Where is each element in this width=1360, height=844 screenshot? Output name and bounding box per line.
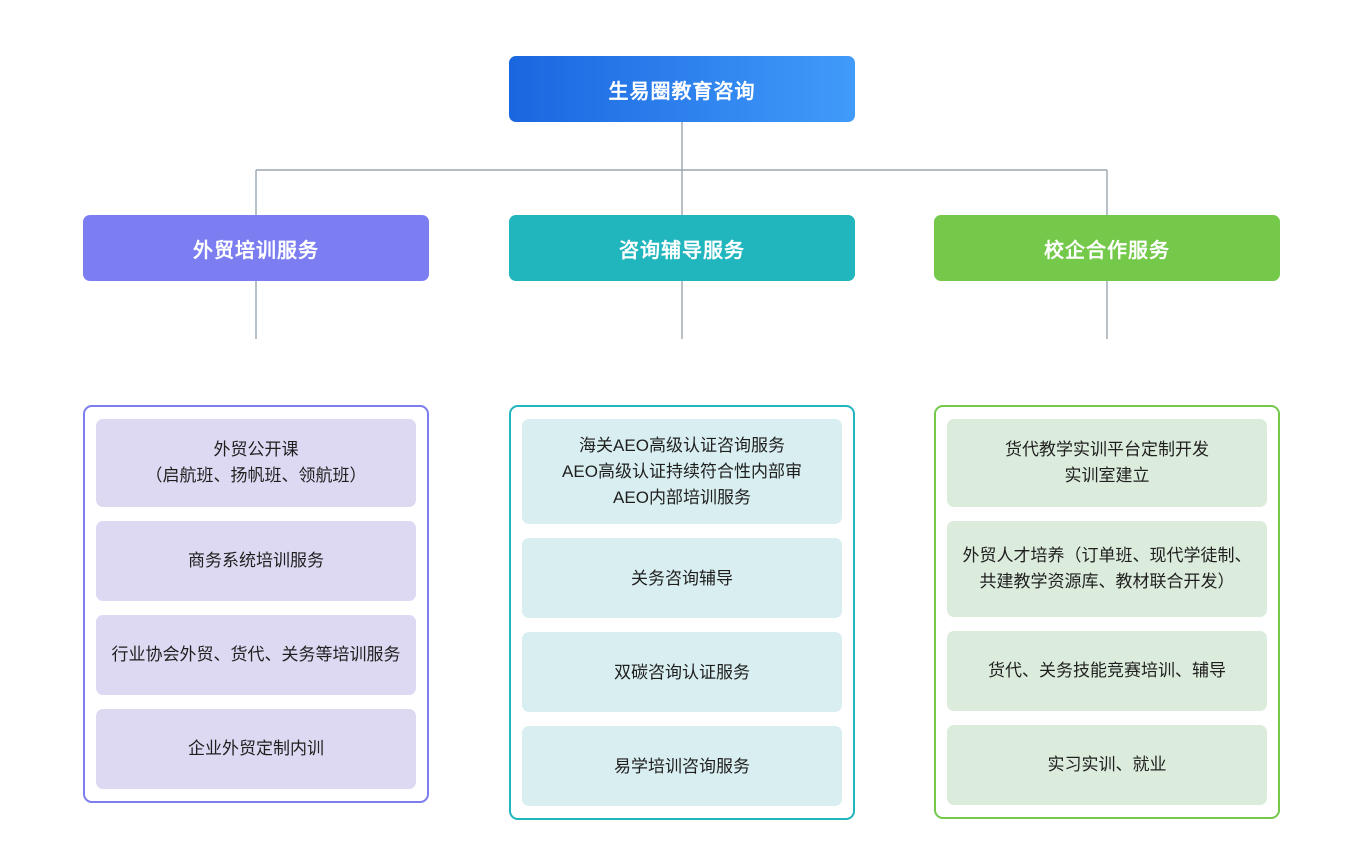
category-column-1: 咨询辅导服务 海关AEO高级认证咨询服务 AEO高级认证持续符合性内部审 AEO… bbox=[509, 215, 855, 821]
category-body-2: 货代教学实训平台定制开发 实训室建立外贸人才培养（订单班、现代学徒制、共建教学资… bbox=[934, 405, 1280, 819]
category-header-label-0: 外贸培训服务 bbox=[193, 239, 319, 262]
category-header-0[interactable]: 外贸培训服务 bbox=[83, 215, 429, 281]
service-card[interactable]: 货代、关务技能竞赛培训、辅导 bbox=[947, 631, 1267, 711]
service-card[interactable]: 易学培训咨询服务 bbox=[522, 726, 842, 807]
service-card[interactable]: 外贸公开课 （启航班、扬帆班、领航班） bbox=[96, 419, 416, 507]
category-column-2: 校企合作服务 货代教学实训平台定制开发 实训室建立外贸人才培养（订单班、现代学徒… bbox=[934, 215, 1280, 819]
service-card-label: 双碳咨询认证服务 bbox=[614, 662, 750, 682]
category-body-1: 海关AEO高级认证咨询服务 AEO高级认证持续符合性内部审 AEO内部培训服务关… bbox=[509, 405, 855, 821]
service-card-label: 商务系统培训服务 bbox=[188, 551, 324, 571]
service-card[interactable]: 商务系统培训服务 bbox=[96, 521, 416, 601]
service-card-label: 海关AEO高级认证咨询服务 AEO高级认证持续符合性内部审 AEO内部培训服务 bbox=[562, 436, 802, 507]
service-card-label: 关务咨询辅导 bbox=[631, 568, 733, 588]
service-card[interactable]: 双碳咨询认证服务 bbox=[522, 632, 842, 713]
service-card-label: 企业外贸定制内训 bbox=[188, 739, 324, 759]
service-card-label: 易学培训咨询服务 bbox=[614, 756, 750, 776]
service-card[interactable]: 货代教学实训平台定制开发 实训室建立 bbox=[947, 419, 1267, 507]
service-card[interactable]: 关务咨询辅导 bbox=[522, 538, 842, 619]
root-node-label: 生易圈教育咨询 bbox=[608, 80, 756, 103]
service-card-label: 货代、关务技能竞赛培训、辅导 bbox=[988, 661, 1226, 681]
category-body-0: 外贸公开课 （启航班、扬帆班、领航班） 商务系统培训服务行业协会外贸、货代、关务等… bbox=[83, 405, 429, 803]
service-card-label: 行业协会外贸、货代、关务等培训服务 bbox=[111, 645, 401, 665]
root-node[interactable]: 生易圈教育咨询 bbox=[509, 56, 855, 122]
service-card-label: 外贸公开课 （启航班、扬帆班、领航班） bbox=[145, 440, 367, 485]
service-card-label: 实习实训、就业 bbox=[1047, 755, 1167, 775]
service-card[interactable]: 实习实训、就业 bbox=[947, 725, 1267, 805]
service-card[interactable]: 海关AEO高级认证咨询服务 AEO高级认证持续符合性内部审 AEO内部培训服务 bbox=[522, 419, 842, 525]
category-header-1[interactable]: 咨询辅导服务 bbox=[509, 215, 855, 281]
service-card[interactable]: 外贸人才培养（订单班、现代学徒制、共建教学资源库、教材联合开发） bbox=[947, 521, 1267, 617]
service-card[interactable]: 行业协会外贸、货代、关务等培训服务 bbox=[96, 615, 416, 695]
category-header-2[interactable]: 校企合作服务 bbox=[934, 215, 1280, 281]
category-column-0: 外贸培训服务 外贸公开课 （启航班、扬帆班、领航班） 商务系统培训服务行业协会外贸… bbox=[83, 215, 429, 803]
service-card-label: 外贸人才培养（订单班、现代学徒制、共建教学资源库、教材联合开发） bbox=[962, 546, 1252, 591]
service-card-label: 货代教学实训平台定制开发 实训室建立 bbox=[1005, 440, 1209, 485]
category-header-label-1: 咨询辅导服务 bbox=[619, 239, 745, 262]
service-card[interactable]: 企业外贸定制内训 bbox=[96, 709, 416, 789]
category-header-label-2: 校企合作服务 bbox=[1044, 239, 1170, 262]
